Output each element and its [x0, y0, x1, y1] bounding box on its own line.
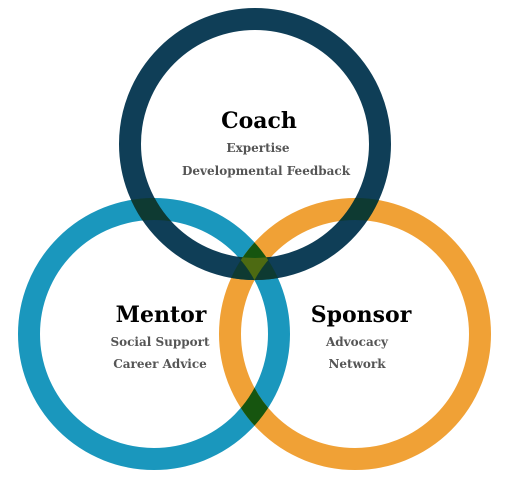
coach-line-1: Expertise — [226, 141, 290, 155]
sponsor-ring — [219, 198, 491, 470]
coach-sponsor-overlap — [219, 198, 391, 280]
mentor-line-1: Social Support — [110, 335, 210, 349]
sponsor-line-1: Advocacy — [325, 335, 389, 349]
mentor-title: Mentor — [116, 302, 207, 328]
mentor-ring — [18, 198, 290, 470]
coach-line-2: Developmental Feedback — [182, 164, 351, 178]
coach-title: Coach — [221, 108, 297, 134]
sponsor-line-2: Network — [328, 357, 386, 371]
sponsor-title: Sponsor — [311, 302, 412, 328]
coach-mentor-overlap — [119, 198, 290, 280]
mentor-line-2: Career Advice — [113, 357, 207, 371]
